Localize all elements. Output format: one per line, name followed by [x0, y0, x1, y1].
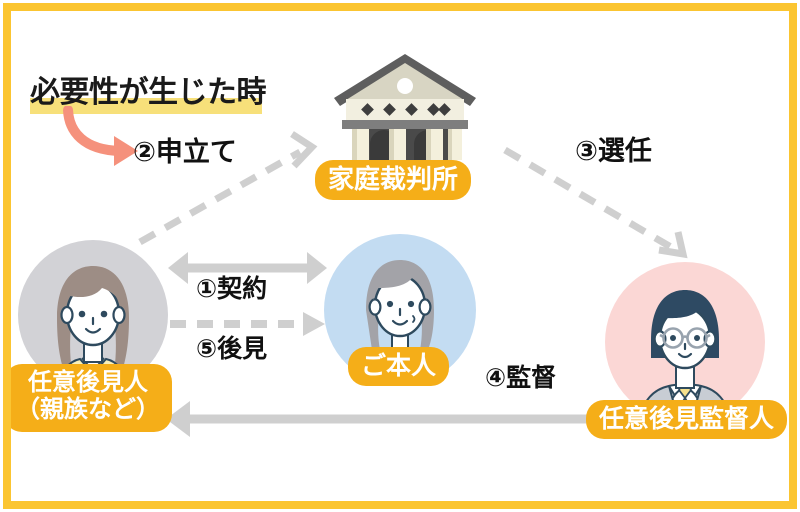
coral-curved-arrow-icon [63, 106, 138, 166]
badge-guardianship-supervisor-label: 任意後見監督人 [599, 405, 775, 433]
badge-guardianship-supervisor[interactable]: 任意後見監督人 [586, 400, 788, 439]
arrow-step3-appointment [503, 146, 688, 259]
node-guardianship-supervisor[interactable] [605, 262, 765, 422]
badge-family-court-label: 家庭裁判所 [328, 164, 459, 194]
badge-family-court[interactable]: 家庭裁判所 [315, 160, 472, 201]
headline-text: 必要性が生じた時 [30, 76, 267, 109]
step-label-1-contract: ①契約 [196, 275, 268, 303]
node-family-court[interactable] [330, 48, 480, 165]
step-label-3-appointment: ③選任 [575, 136, 652, 166]
badge-voluntary-guardian[interactable]: 任意後見人 （親族など） [4, 364, 172, 432]
arrow-step2-application [138, 131, 318, 246]
headline-when-need-arises: 必要性が生じた時 [30, 76, 267, 114]
arrow-step1-contract [168, 252, 327, 284]
courthouse-icon [334, 54, 476, 160]
badge-voluntary-guardian-line1: 任意後見人 [28, 369, 148, 396]
badge-voluntary-guardian-line2: （親族など） [16, 395, 160, 423]
step-label-2-application: ②申立て [133, 137, 237, 167]
step-label-4-supervision: ④監督 [485, 364, 557, 392]
badge-principal-person[interactable]: ご本人 [348, 347, 450, 386]
man-with-glasses-avatar-icon [605, 262, 765, 422]
arrow-step5-guardianship [170, 312, 325, 336]
badge-principal-person-label: ご本人 [361, 352, 437, 380]
step-label-5-guardianship: ⑤後見 [196, 335, 268, 363]
